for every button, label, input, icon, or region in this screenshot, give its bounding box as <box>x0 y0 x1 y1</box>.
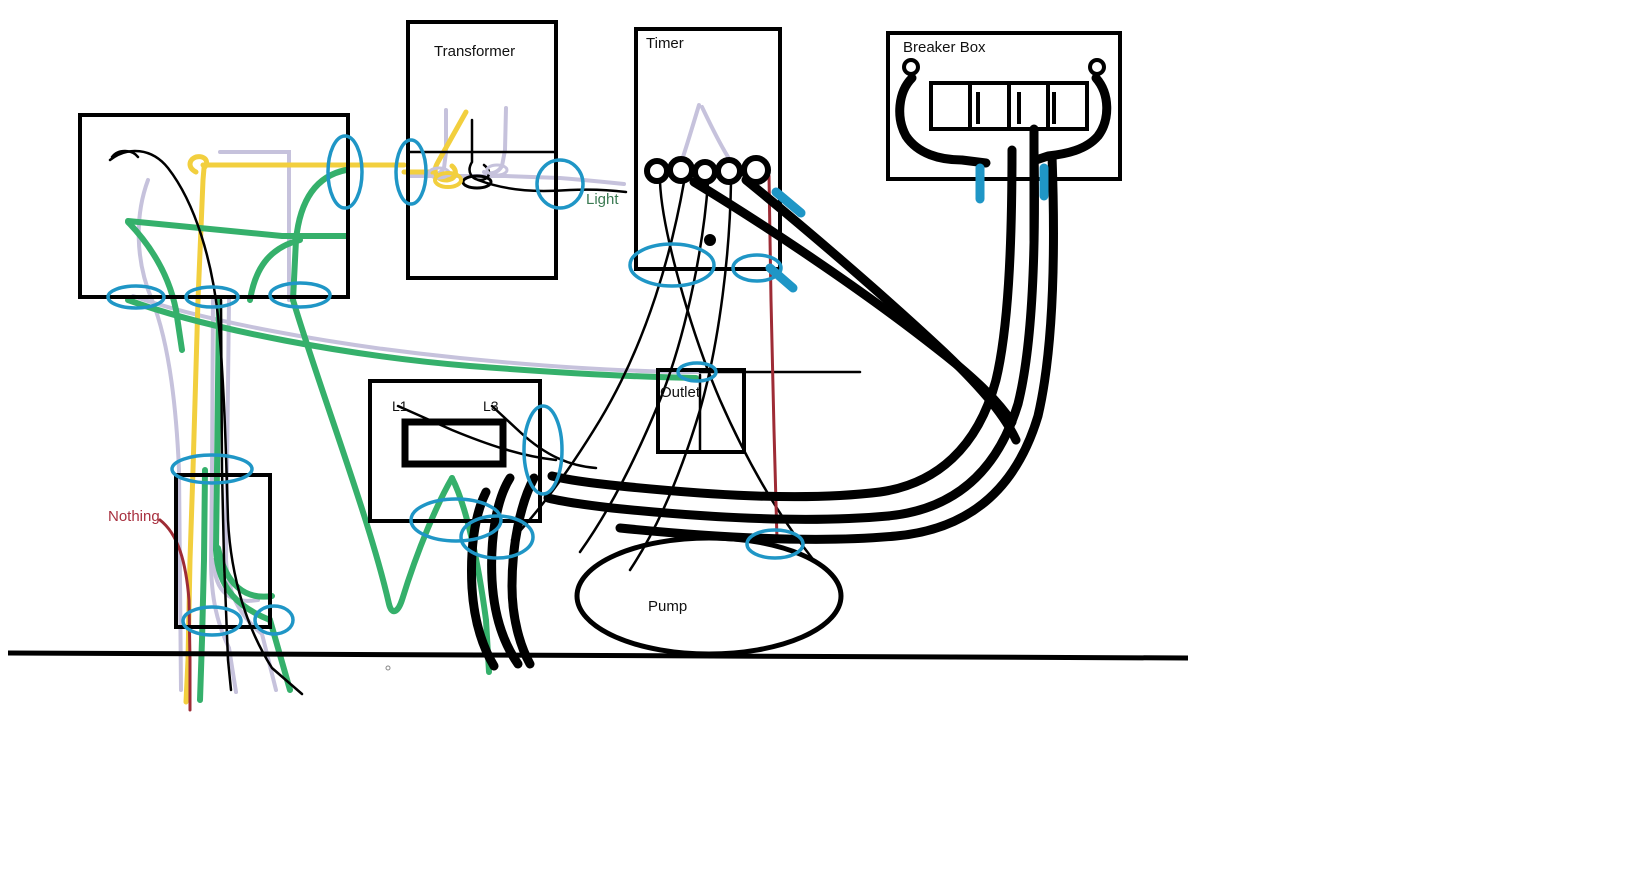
transformer-box[interactable] <box>406 20 558 280</box>
annot-disconnect-top <box>170 453 254 485</box>
black-thin-down <box>219 298 233 692</box>
l3-label: L3 <box>483 398 499 414</box>
pump-label: Pump <box>648 598 687 615</box>
cable-timer-out-2 <box>741 175 1021 445</box>
nothing-label: Nothing <box>108 508 160 525</box>
timer-terminal-group <box>644 155 771 246</box>
green-wire-long-run <box>125 297 699 381</box>
component-boxes <box>78 20 1122 657</box>
annot-timer-bottom-left <box>628 242 716 288</box>
dark-red-wire-group <box>158 174 779 712</box>
red-wire-timer-to-pump <box>767 174 779 542</box>
black-thin-timer-3 <box>578 180 710 554</box>
cable-timer-out-1 <box>689 177 1017 427</box>
teal-annotation-group <box>106 134 805 637</box>
contactor-inner-block <box>401 418 507 468</box>
timer-terminal-2[interactable] <box>667 156 695 184</box>
yellow-wire-transformer <box>432 109 469 183</box>
transformer-label: Transformer <box>434 43 515 60</box>
annot-contactor-bottom <box>409 497 503 543</box>
stray-dot <box>385 665 391 671</box>
annot-transformer-left <box>326 134 364 210</box>
timer-box[interactable] <box>634 27 782 271</box>
cable-main-1 <box>547 145 1017 502</box>
cable-down-1 <box>487 473 523 669</box>
annot-leftbox-b <box>184 285 240 309</box>
cable-breaker-hook-left <box>895 73 991 168</box>
green-wire-leftbox-arc <box>125 219 185 353</box>
transformer-terminal-black[interactable] <box>461 174 493 190</box>
transformer-terminal-yellow[interactable] <box>433 171 463 189</box>
light-label: Light <box>586 191 619 208</box>
black-thin-transformer-out <box>476 178 628 194</box>
cable-main-3 <box>615 151 1058 544</box>
cable-main-2 <box>543 145 1039 524</box>
annot-stroke-timer-lower <box>765 263 798 293</box>
annot-leftbox-c <box>268 281 332 309</box>
junction-box-left[interactable] <box>78 113 350 299</box>
black-thin-contactor-l1 <box>396 404 558 462</box>
annot-transformer-mid <box>394 138 428 206</box>
annot-cable-bottom <box>459 514 535 560</box>
red-wire-nothing <box>158 518 192 712</box>
green-wire-leftbox-right <box>290 167 349 303</box>
breaker-box[interactable] <box>886 31 1122 181</box>
lavender-wire-leftbox-top <box>218 150 291 302</box>
lavender-wire-timer-b <box>700 105 732 162</box>
disconnect-box[interactable] <box>174 473 272 629</box>
green-wire-down-main <box>290 297 455 615</box>
cable-down-3 <box>467 487 499 671</box>
annot-outlet-top <box>676 361 718 383</box>
lavender-wire-transformer-b <box>482 106 508 176</box>
annot-transformer-right <box>535 158 585 210</box>
breaker-switch-bank[interactable] <box>929 81 1089 131</box>
lavender-wire-transformer-c <box>408 174 626 186</box>
black-thin-leftbox-hook <box>110 149 140 159</box>
l1-label: L1 <box>392 398 408 414</box>
transformer-terminal-lav-2[interactable] <box>485 163 509 177</box>
annot-leftbox-a <box>106 284 166 310</box>
breaker-terminal-left-ring[interactable] <box>902 58 920 76</box>
timer-terminal-3[interactable] <box>692 159 718 185</box>
green-wire-leftbox-top <box>125 218 349 239</box>
ground-line <box>7 650 1189 661</box>
cable-down-2 <box>507 473 539 669</box>
cable-breaker-hook-right <box>1031 73 1112 165</box>
outlet-box[interactable] <box>656 368 746 454</box>
yellow-wire-leftbox <box>183 154 210 705</box>
contactor-box[interactable] <box>368 379 542 523</box>
timer-terminal-5[interactable] <box>741 155 771 185</box>
annot-disconnect-bottom-right <box>253 604 295 636</box>
outlet-label: Outlet <box>660 384 701 401</box>
annot-pump-top <box>745 528 805 560</box>
green-wire-leftbox-curve <box>247 237 303 303</box>
timer-terminal-1[interactable] <box>644 158 670 184</box>
timer-terminal-4[interactable] <box>715 157 743 185</box>
black-thin-contactor-l3 <box>490 404 598 470</box>
annot-disconnect-bottom-left <box>181 605 243 637</box>
green-wire-disconnect-2 <box>197 467 208 703</box>
teal-annotation-stroke-group <box>765 163 1049 293</box>
annot-timer-bottom-right <box>731 253 783 283</box>
breaker-terminal-right-ring[interactable] <box>1088 58 1106 76</box>
lavender-wire-timer-a <box>680 103 701 162</box>
breaker-box-label: Breaker Box <box>903 39 986 56</box>
pump-oval[interactable] <box>574 535 844 657</box>
annot-contactor-right <box>522 404 564 496</box>
breaker-terminal-ring-group <box>902 58 1106 76</box>
timer-label: Timer <box>646 35 684 52</box>
lavender-wire-long-run <box>131 294 702 374</box>
timer-screw-mark <box>704 234 716 246</box>
annot-stroke-timer-upper <box>771 187 806 218</box>
